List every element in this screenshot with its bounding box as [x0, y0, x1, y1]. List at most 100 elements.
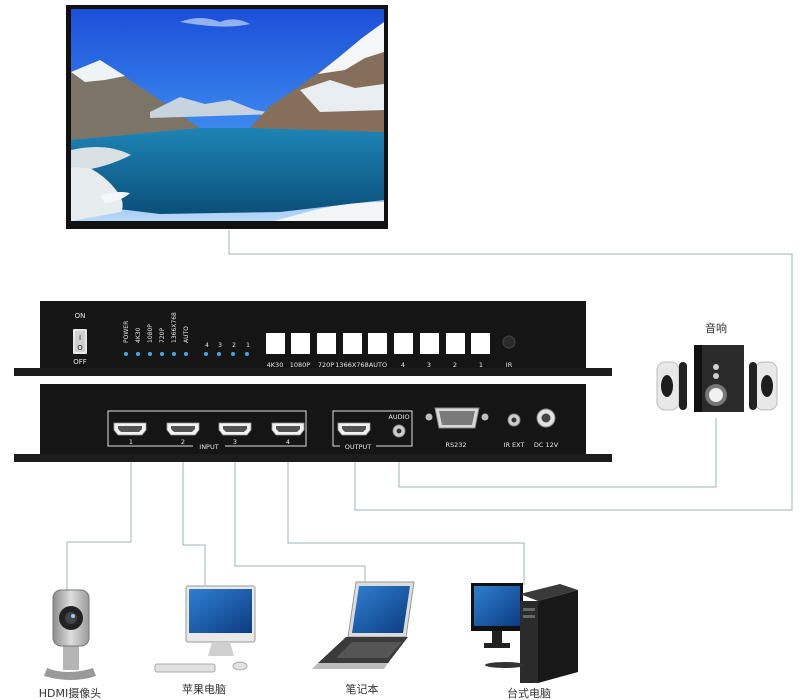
- laptop-icon: [312, 581, 415, 669]
- speaker-subwoofer-side: [694, 345, 702, 412]
- switch-on-label: ON: [75, 312, 86, 320]
- imac-keyboard: [154, 663, 216, 673]
- indicator-label-1080p: 1080P: [147, 324, 154, 343]
- rs232-screw-left: [425, 413, 433, 421]
- switch-zero-label: O: [77, 344, 83, 352]
- laptop-keys: [336, 642, 402, 658]
- hdmi-port-slot: [171, 426, 195, 432]
- speaker-caption: 音响: [705, 321, 727, 335]
- input-led-label-4: 4: [205, 342, 209, 349]
- webcam-lens-glint: [71, 614, 75, 618]
- cable-output-monitor: [228, 230, 793, 511]
- indicator-label-power: POWER: [123, 321, 130, 343]
- webcam-base: [44, 668, 96, 680]
- input-port-label-2: 2: [181, 438, 185, 446]
- speaker-icon: [656, 345, 778, 412]
- ir-sensor-icon: [502, 335, 516, 349]
- button-label-input-1: 1: [479, 361, 483, 369]
- indicator-label-720p: 720P: [159, 328, 166, 343]
- desktop-tower-front: [520, 601, 538, 683]
- indicator-label-4k30: 4K30: [135, 327, 142, 343]
- button-input-2[interactable]: [446, 333, 465, 354]
- dc-power-jack-hole: [541, 413, 551, 423]
- button-label-input-3: 3: [427, 361, 431, 369]
- led-1080p: [148, 352, 152, 356]
- led-input-3: [217, 352, 221, 356]
- rs232-label: RS232: [445, 441, 466, 449]
- input-port-label-4: 4: [286, 438, 290, 446]
- switcher-back-panel: [14, 384, 612, 462]
- speaker-left-satellite-side: [679, 362, 687, 410]
- button-label-1366x768: 1366X768: [335, 361, 368, 369]
- button-auto[interactable]: [368, 333, 387, 354]
- speaker-subwoofer-cone: [709, 388, 723, 402]
- laptop-base: [312, 663, 388, 669]
- hdmi-port-slot: [342, 426, 366, 432]
- power-switch-rocker: [75, 331, 85, 352]
- speaker-right-satellite-side: [749, 362, 757, 410]
- input-port-label-3: 3: [233, 438, 237, 446]
- switch-off-label: OFF: [73, 358, 87, 366]
- hdmi-port-slot: [118, 426, 142, 432]
- button-1366x768[interactable]: [343, 333, 362, 354]
- hdmi-input-port-1[interactable]: [113, 422, 147, 436]
- button-label-auto: AUTO: [369, 361, 387, 369]
- led-power: [124, 352, 128, 356]
- hdmi-output-port[interactable]: [337, 422, 371, 436]
- desktop-tower-drive-bay-2: [523, 615, 535, 618]
- button-label-input-2: 2: [453, 361, 457, 369]
- indicator-label-1366x768: 1366X768: [171, 312, 178, 343]
- desktop-caption: 台式电脑: [507, 686, 551, 700]
- cable-input-1-camera: [66, 447, 132, 590]
- desktop-monitor-stand: [492, 631, 502, 643]
- button-input-1[interactable]: [471, 333, 490, 354]
- led-input-4: [204, 352, 208, 356]
- button-4k30[interactable]: [266, 333, 285, 354]
- output-group-label: OUTPUT: [345, 443, 372, 451]
- output-group-label-bg: [340, 441, 376, 450]
- rs232-port[interactable]: [425, 407, 489, 429]
- indicator-leds: [124, 352, 249, 356]
- laptop-caption: 笔记本: [346, 682, 379, 696]
- hdmi-port-slot: [223, 426, 247, 432]
- led-720p: [160, 352, 164, 356]
- desktop-monitor-foot: [484, 643, 510, 648]
- input-led-label-2: 2: [232, 342, 236, 349]
- cable-input-3-laptop: [234, 447, 366, 582]
- led-4k30: [136, 352, 140, 356]
- desktop-keyboard: [485, 662, 525, 668]
- button-input-4[interactable]: [394, 333, 413, 354]
- audio-jack-hole: [396, 428, 402, 434]
- input-led-label-1: 1: [246, 342, 250, 349]
- audio-label: AUDIO: [388, 413, 409, 421]
- desktop-tower-drive-bay-1: [523, 608, 535, 611]
- hdmi-input-port-4[interactable]: [271, 422, 305, 436]
- speaker-subwoofer-knob-top: [713, 364, 719, 370]
- imac-icon: [154, 585, 256, 673]
- hdmi-input-port-3[interactable]: [218, 422, 252, 436]
- webcam-stand: [63, 640, 79, 670]
- button-label-4k30: 4K30: [267, 361, 284, 369]
- laptop-screen: [352, 586, 410, 633]
- button-1080p[interactable]: [291, 333, 310, 354]
- hdmi-input-port-2[interactable]: [166, 422, 200, 436]
- desktop-tower-side: [538, 590, 578, 683]
- cable-audio-speaker: [398, 418, 717, 488]
- switch-one-label: I: [79, 334, 81, 342]
- indicator-label-auto: AUTO: [183, 326, 190, 343]
- desktop-tower-top: [520, 584, 578, 601]
- cable-input-2-imac: [182, 447, 206, 585]
- button-720p[interactable]: [317, 333, 336, 354]
- ir-label: IR: [506, 361, 513, 369]
- desktop-monitor-screen: [474, 586, 520, 626]
- ir-ext-jack-hole: [511, 417, 517, 423]
- imac-screen: [189, 589, 252, 633]
- imac-mouse: [232, 661, 248, 671]
- button-input-3[interactable]: [420, 333, 439, 354]
- input-group-label: INPUT: [199, 443, 218, 451]
- speaker-right-driver: [761, 375, 773, 397]
- led-input-1: [245, 352, 249, 356]
- led-auto: [184, 352, 188, 356]
- speaker-subwoofer-knob-bottom: [713, 373, 719, 379]
